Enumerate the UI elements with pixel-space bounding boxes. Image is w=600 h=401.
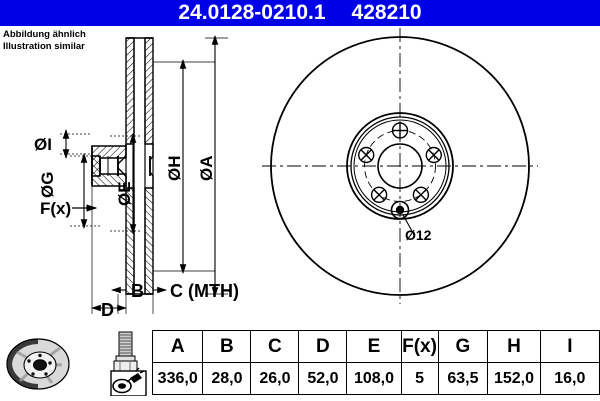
label-width-d: D (101, 300, 114, 320)
section-profile (91, 37, 154, 295)
th-b: B (202, 330, 252, 363)
dim-diameter-a (205, 34, 228, 298)
dim-diameter-g (70, 152, 100, 230)
dimension-table: A B C D E F(x) G H I 336,0 28,0 26,0 52,… (151, 330, 600, 395)
dim-diameter-h (153, 58, 215, 275)
td-d: 52,0 (298, 362, 348, 395)
label-width-b: B (131, 281, 144, 301)
dim-diameter-e (110, 132, 140, 235)
td-fx: 5 (400, 362, 439, 395)
td-i: 16,0 (539, 362, 600, 395)
td-e: 108,0 (346, 362, 402, 395)
label-diameter-e: ØE (115, 181, 134, 206)
brake-disc-thumbnail (2, 331, 74, 395)
part-number: 24.0128-0210.1 (178, 1, 326, 24)
illustration-note-de: Abbildung ähnlich (3, 29, 86, 40)
bottom-strip: A B C D E F(x) G H I 336,0 28,0 26,0 52,… (0, 328, 600, 400)
td-g: 63,5 (437, 362, 489, 395)
coating-icon (110, 367, 147, 397)
label-diameter-i: ØI (34, 135, 52, 154)
table-value-row: 336,0 28,0 26,0 52,0 108,0 5 63,5 152,0 … (151, 362, 600, 395)
td-c: 26,0 (250, 362, 300, 395)
th-h: H (487, 330, 541, 363)
dim-diameter-i (60, 128, 92, 160)
th-e: E (346, 330, 402, 363)
th-d: D (298, 330, 348, 363)
th-c: C (250, 330, 300, 363)
th-g: G (437, 330, 489, 363)
wheel-bolt-thumbnail (100, 330, 152, 397)
label-diameter-h: ØH (165, 156, 184, 182)
header-banner: 24.0128-0210.1 428210 (0, 0, 600, 26)
td-a: 336,0 (151, 362, 204, 395)
face-view (262, 28, 538, 304)
th-i: I (539, 330, 600, 363)
illustration-note: Abbildung ähnlich Illustration similar (3, 29, 86, 52)
label-diameter-g: ØG (38, 172, 57, 198)
illustration-note-en: Illustration similar (3, 40, 85, 52)
table-header-row: A B C D E F(x) G H I (151, 330, 600, 363)
td-b: 28,0 (202, 362, 252, 395)
label-width-c: C (MTH) (170, 281, 239, 301)
label-force-fx: F(x) (40, 199, 71, 218)
th-fx: F(x) (400, 330, 439, 363)
label-hole-diameter: Ø12 (405, 227, 432, 243)
th-a: A (151, 330, 204, 363)
technical-drawing: ØI ØG ØE ØH ØA F(x) B C (MTH) D Ø12 (0, 26, 600, 326)
article-number: 428210 (351, 1, 422, 24)
label-diameter-a: ØA (197, 156, 216, 182)
td-h: 152,0 (487, 362, 541, 395)
